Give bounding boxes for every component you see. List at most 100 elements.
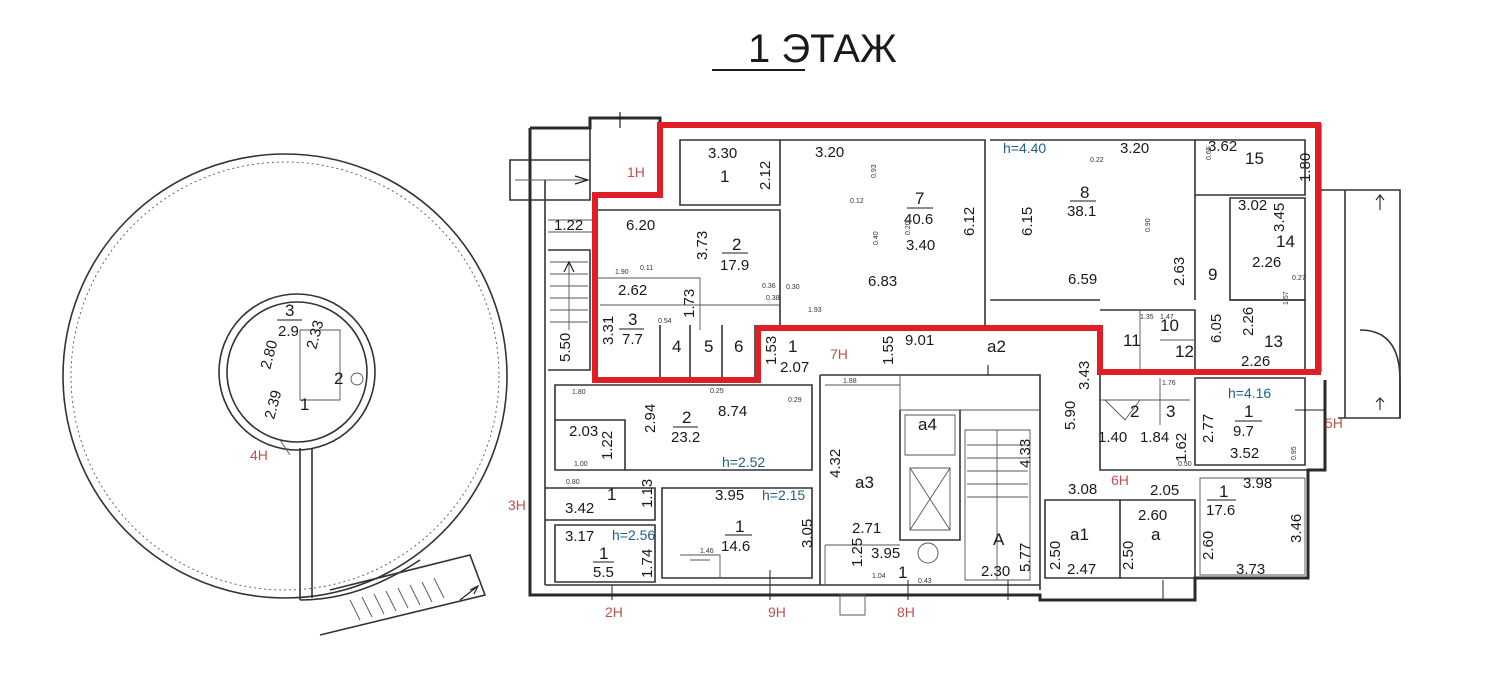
tiny-mark: 0.80 bbox=[566, 479, 580, 486]
tiny-mark: 1.80 bbox=[572, 389, 586, 396]
tiny-mark: 1.57 bbox=[1283, 291, 1290, 305]
highlight-outline bbox=[592, 122, 1321, 383]
dimension: 6.59 bbox=[1068, 271, 1097, 288]
room-number: а2 bbox=[987, 337, 1006, 356]
dimension: 3.05 bbox=[799, 519, 816, 548]
dimension: 1.62 bbox=[1173, 433, 1190, 462]
room-area: 38.1 bbox=[1067, 203, 1096, 220]
room-number: А bbox=[993, 530, 1005, 549]
tiny-mark: 0.90 bbox=[1145, 218, 1152, 232]
dimension: 3.17 bbox=[565, 528, 594, 545]
room-number: 4 bbox=[672, 337, 681, 356]
tiny-mark: 1.46 bbox=[700, 548, 714, 555]
dimension: 3.42 bbox=[565, 500, 594, 517]
room-area: 7.7 bbox=[622, 331, 643, 348]
dimension: 9.01 bbox=[905, 332, 934, 349]
room-number: 1 bbox=[788, 337, 797, 356]
dimension: 2.60 bbox=[1138, 507, 1167, 524]
dimension: 2.80 bbox=[257, 338, 281, 371]
dimension: 6.15 bbox=[1019, 207, 1036, 236]
floor-title-text: 1 ЭТАЖ bbox=[748, 27, 897, 71]
dimension: 3.20 bbox=[815, 144, 844, 161]
room-number: 3 bbox=[285, 301, 294, 320]
dimension: 3.95 bbox=[871, 545, 900, 562]
room-number: а1 bbox=[1070, 525, 1089, 544]
room-area: 17.6 bbox=[1206, 502, 1235, 519]
tiny-mark: 0.27 bbox=[1292, 275, 1306, 282]
room-number: 9 bbox=[1208, 265, 1217, 284]
entrance-2n: 2Н bbox=[605, 604, 623, 620]
room-number: 12 bbox=[1175, 342, 1194, 361]
tiny-mark: 0.50 bbox=[1178, 461, 1192, 468]
room-labels: 3.30 1 2.12 3.20 7 40.6 3.40 6.83 6.12 3… bbox=[257, 138, 1314, 582]
room-number: 7 bbox=[915, 189, 924, 208]
room-number: 2 bbox=[682, 408, 691, 427]
room-number: 1 bbox=[1219, 482, 1228, 501]
dimension: 6.12 bbox=[961, 207, 978, 236]
dimension: 6.05 bbox=[1208, 314, 1225, 343]
tiny-mark: 0.38 bbox=[766, 295, 780, 302]
entrance-7n: 7Н bbox=[830, 346, 848, 362]
dimension: 3.30 bbox=[708, 145, 737, 162]
dimension: 2.26 bbox=[1241, 353, 1270, 370]
height-label: h=4.16 bbox=[1228, 385, 1271, 401]
room-number: 1 bbox=[300, 395, 309, 414]
entrance-3n: 3Н bbox=[508, 497, 526, 513]
tiny-mark: 0.22 bbox=[1090, 157, 1104, 164]
room-number: 1 bbox=[898, 563, 907, 582]
floor-title: 1 ЭТАЖ bbox=[712, 27, 897, 71]
tiny-mark: 0.29 bbox=[788, 397, 802, 404]
room-number: а4 bbox=[918, 415, 937, 434]
dimension: 3.20 bbox=[1120, 140, 1149, 157]
tiny-mark: 0.30 bbox=[786, 284, 800, 291]
dimension: 3.95 bbox=[715, 487, 744, 504]
room-number: 2 bbox=[732, 235, 741, 254]
tiny-dimension-marks: 0.93 0.90 0.40 0.38 0.54 0.36 0.30 0.20 … bbox=[566, 146, 1306, 585]
dimension: 3.73 bbox=[1236, 561, 1265, 578]
tiny-mark: 1.35 bbox=[1140, 314, 1154, 321]
tiny-mark: 0.54 bbox=[658, 318, 672, 325]
dimension: 5.77 bbox=[1017, 543, 1034, 572]
tiny-mark: 0.25 bbox=[710, 388, 724, 395]
tiny-mark: 1.04 bbox=[872, 573, 886, 580]
room-number: 8 bbox=[1080, 183, 1089, 202]
room-number: 15 bbox=[1245, 149, 1264, 168]
dimension: 3.45 bbox=[1271, 203, 1288, 232]
dimension: 2.62 bbox=[618, 282, 647, 299]
room-area: 14.6 bbox=[721, 538, 750, 555]
dimension: 1.55 bbox=[880, 336, 897, 365]
room-number: 5 bbox=[704, 337, 713, 356]
dimension: 3.08 bbox=[1068, 481, 1097, 498]
dimension: 2.77 bbox=[1200, 414, 1217, 443]
room-area: 5.5 bbox=[593, 564, 614, 581]
entrance-4n: 4Н bbox=[250, 447, 268, 463]
dimension: 3.31 bbox=[600, 316, 617, 345]
dimension: 2.05 bbox=[1150, 482, 1179, 499]
dimension: 1.74 bbox=[639, 549, 656, 578]
room-number: а bbox=[1151, 525, 1161, 544]
room-number: 1 bbox=[720, 167, 729, 186]
room-number: 6 bbox=[734, 337, 743, 356]
circular-tower bbox=[62, 153, 508, 636]
tiny-mark: 1.88 bbox=[843, 378, 857, 385]
height-label: h=2.52 bbox=[722, 454, 765, 470]
room-number: 1 bbox=[735, 517, 744, 536]
dimension: 6.20 bbox=[626, 217, 655, 234]
room-number: 2 bbox=[334, 369, 343, 388]
height-label: h=2.56 bbox=[612, 527, 655, 543]
dimension: 1.53 bbox=[763, 336, 780, 365]
dimension: 1.84 bbox=[1140, 429, 1169, 446]
room-number: а3 bbox=[855, 473, 874, 492]
dimension: 2.63 bbox=[1171, 257, 1188, 286]
tiny-mark: 0.93 bbox=[871, 164, 878, 178]
dimension: 6.83 bbox=[868, 273, 897, 290]
entrance-1n: 1Н bbox=[627, 164, 645, 180]
tiny-mark: 1.47 bbox=[1160, 314, 1174, 321]
room-number: 2 bbox=[1130, 402, 1139, 421]
entrance-8n: 8Н bbox=[897, 604, 915, 620]
dimension: 2.71 bbox=[852, 520, 881, 537]
dimension: 3.98 bbox=[1243, 475, 1272, 492]
tiny-mark: 0.11 bbox=[640, 265, 653, 272]
height-label: h=4.40 bbox=[1003, 140, 1046, 156]
